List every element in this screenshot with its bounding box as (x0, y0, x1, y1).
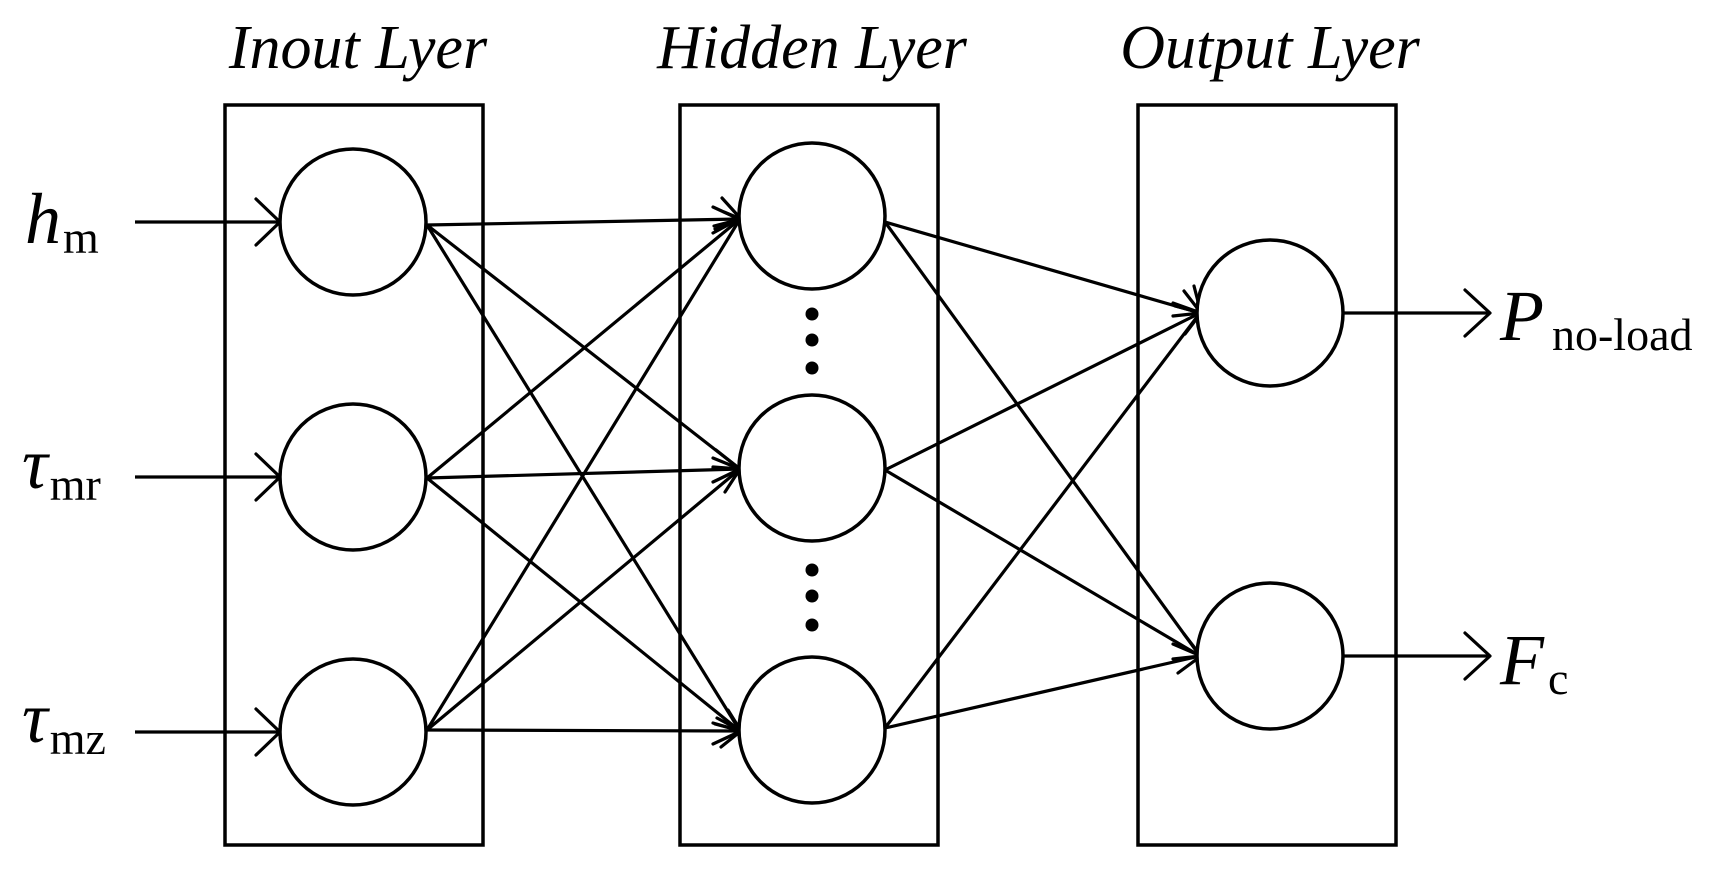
ellipsis-dot-bottom-3 (805, 618, 819, 632)
input-arrows (135, 197, 282, 757)
hidden-arrowheads (711, 196, 743, 749)
hidden-node-1 (737, 141, 887, 291)
ellipsis-dot-bottom-1 (805, 563, 819, 577)
output-arrowhead-1 (1463, 288, 1492, 338)
input-nodes (278, 147, 428, 807)
ellipsis-dot-top-3 (805, 361, 819, 375)
hidden-output-edges (883, 220, 1202, 730)
hidden-ellipsis-dots (805, 307, 819, 632)
output-arrowhead-2 (1463, 631, 1492, 681)
input-label-tau-mr: τmr (22, 424, 101, 510)
input-hidden-edges (425, 217, 742, 733)
input-layer-title: Inout Lyer (228, 14, 488, 82)
ellipsis-dot-top-2 (805, 333, 819, 347)
input-label-h-m: hm (25, 179, 99, 263)
ellipsis-dot-top-1 (805, 307, 819, 321)
hidden-node-2 (737, 393, 887, 543)
input-node-1 (278, 147, 428, 297)
input-node-3 (278, 657, 428, 807)
output-node-1 (1195, 238, 1345, 388)
hidden-layer-box (678, 103, 940, 847)
input-label-tau-mz: τmz (22, 678, 106, 764)
ellipsis-dot-bottom-2 (805, 589, 819, 603)
output-arrows (1343, 288, 1492, 681)
output-layer-title: Output Lyer (1120, 14, 1420, 82)
output-label-f-c: Fc (1499, 620, 1568, 704)
output-node-2 (1195, 581, 1345, 731)
hidden-nodes (737, 141, 887, 805)
output-nodes (1195, 238, 1345, 731)
output-layer-box (1136, 103, 1398, 847)
hidden-layer-title: Hidden Lyer (656, 14, 968, 82)
hidden-node-3 (737, 655, 887, 805)
input-node-2 (278, 402, 428, 552)
